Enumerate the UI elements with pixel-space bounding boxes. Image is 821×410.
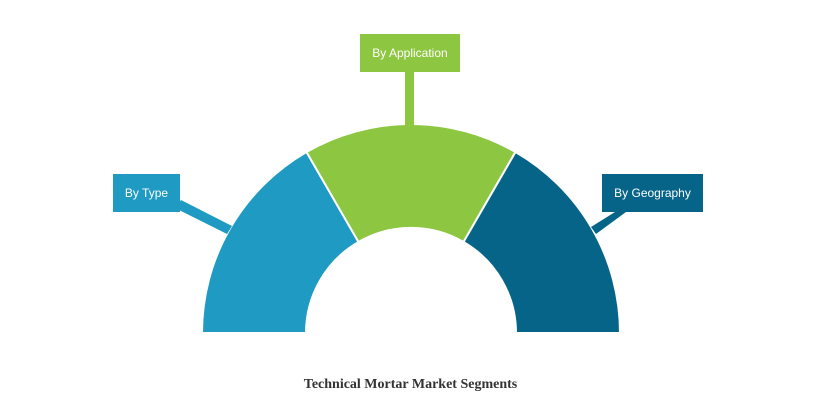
- segment-by-application: [305, 123, 517, 244]
- connector-by-geography: [591, 212, 626, 234]
- label-text-by-type: By Type: [125, 186, 168, 200]
- label-by-geography: By Geography: [602, 174, 703, 212]
- connector-by-type: [175, 200, 232, 234]
- half-donut: [200, 123, 622, 334]
- label-by-type: By Type: [113, 174, 180, 212]
- diagram-title: Technical Mortar Market Segments: [304, 377, 518, 392]
- segment-by-type: [200, 150, 360, 334]
- segment-by-geography: [462, 150, 622, 334]
- label-box-by-application: [360, 34, 460, 72]
- connector-by-application: [405, 72, 414, 126]
- label-by-application: By Application: [360, 34, 460, 72]
- label-text-by-application: By Application: [372, 46, 447, 60]
- label-box-by-type: [113, 174, 180, 212]
- label-text-by-geography: By Geography: [614, 186, 691, 200]
- label-box-by-geography: [602, 174, 703, 212]
